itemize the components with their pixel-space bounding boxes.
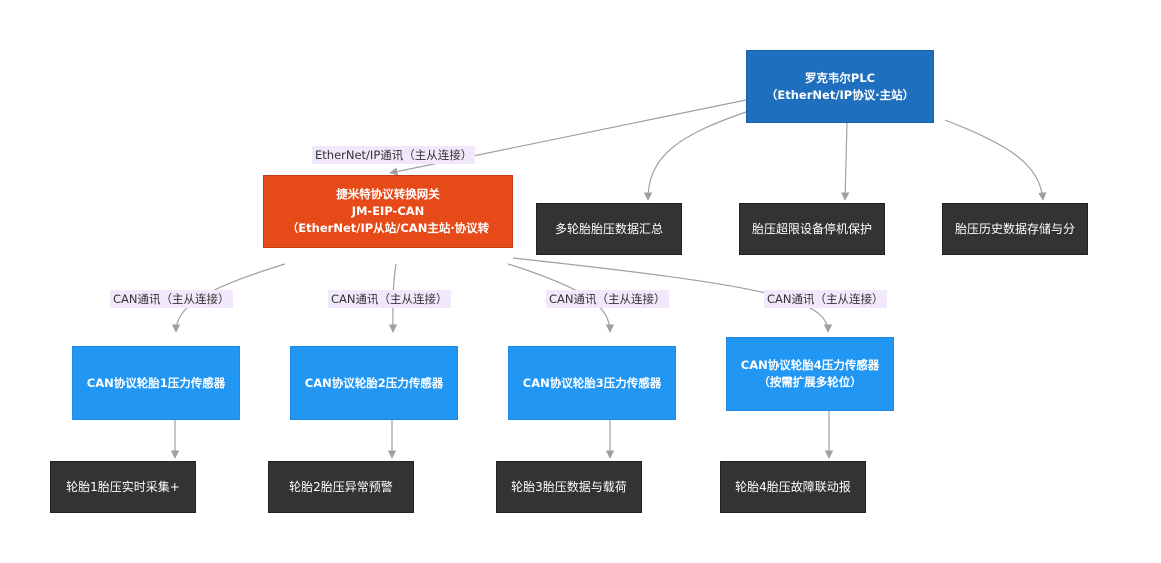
edge-plc-to-history [944,119,1047,201]
node-sensor-3: CAN协议轮胎3压力传感器 [508,346,676,420]
node-gateway-title: 捷米特协议转换网关 [336,187,440,201]
node-func-summary-label: 多轮胎胎压数据汇总 [554,221,663,236]
edge-label-can-2: CAN通讯（主从连接） [328,290,451,308]
node-tire-func-2: 轮胎2胎压异常预警 [268,461,414,513]
node-sensor-4-label: CAN协议轮胎4压力传感器 [740,358,880,372]
node-sensor-4-note: （按需扩展多轮位） [758,375,862,389]
edge-label-ethernet: EtherNet/IP通讯（主从连接） [312,146,476,164]
node-sensor-3-label: CAN协议轮胎3压力传感器 [522,375,662,390]
node-gateway: 捷米特协议转换网关 JM-EIP-CAN （EtherNet/IP从站/CAN主… [263,175,513,248]
node-tire-func-1: 轮胎1胎压实时采集+ [50,461,196,513]
node-sensor-2: CAN协议轮胎2压力传感器 [290,346,458,420]
node-func-summary: 多轮胎胎压数据汇总 [536,203,682,255]
node-tire-func-1-label: 轮胎1胎压实时采集+ [66,479,180,494]
node-tire-func-3: 轮胎3胎压数据与载荷 [496,461,642,513]
node-sensor-2-label: CAN协议轮胎2压力传感器 [304,375,444,390]
edge-plc-to-summary [643,111,747,201]
node-func-stop-label: 胎压超限设备停机保护 [751,221,872,236]
node-func-history-label: 胎压历史数据存储与分 [954,221,1075,236]
node-tire-func-4: 轮胎4胎压故障联动报 [720,461,866,513]
node-sensor-4: CAN协议轮胎4压力传感器 （按需扩展多轮位） [726,337,894,411]
node-tire-func-2-label: 轮胎2胎压异常预警 [289,479,393,494]
edge-label-can-1: CAN通讯（主从连接） [110,290,233,308]
edge-label-can-3: CAN通讯（主从连接） [546,290,669,308]
node-plc-subtitle: （EtherNet/IP协议·主站） [765,87,915,102]
node-func-stop: 胎压超限设备停机保护 [739,203,885,255]
node-gateway-model: JM-EIP-CAN [351,204,425,218]
node-gateway-role: （EtherNet/IP从站/CAN主站·协议转 [286,221,490,235]
edge-label-can-4: CAN通讯（主从连接） [764,290,887,308]
edge-plc-to-stop [840,122,850,201]
node-func-history: 胎压历史数据存储与分 [942,203,1088,255]
node-tire-func-3-label: 轮胎3胎压数据与载荷 [511,479,627,494]
node-plc-title: 罗克韦尔PLC [804,70,876,85]
node-sensor-1: CAN协议轮胎1压力传感器 [72,346,240,420]
node-tire-func-4-label: 轮胎4胎压故障联动报 [735,479,851,494]
edge-gateway-to-sensor-4 [512,257,833,333]
node-plc: 罗克韦尔PLC （EtherNet/IP协议·主站） [746,50,934,123]
node-sensor-1-label: CAN协议轮胎1压力传感器 [86,375,226,390]
